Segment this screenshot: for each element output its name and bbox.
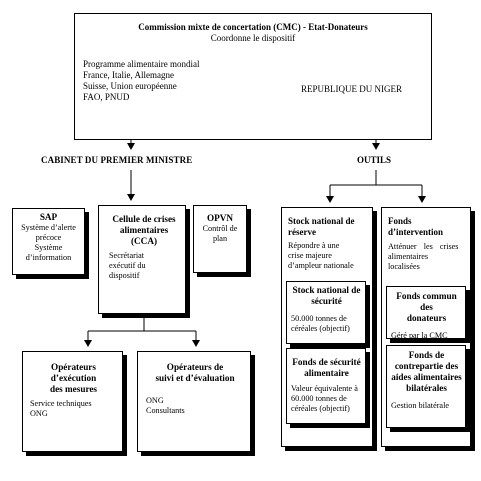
cca-title: Cellule de crises [112, 214, 176, 224]
stock-reserve-desc: Répondre à une [288, 241, 340, 250]
cmc-members: Programme alimentaire mondial France, It… [83, 59, 199, 103]
cmc-box: Commission mixte de concertation (CMC) -… [74, 13, 432, 140]
stock-securite-title: sécurité [311, 296, 342, 306]
fonds-securite-line: céréales (objectif) [291, 404, 350, 413]
sap-title: SAP [39, 212, 58, 222]
stock-reserve-desc: d’ampleur nationale [288, 261, 354, 270]
stock-reserve-desc: crise majeure [288, 251, 332, 260]
cca-title: (CCA) [130, 236, 158, 246]
fonds-intervention-title: d’intervention [388, 227, 443, 237]
cmc-title: Commission mixte de concertation (CMC) -… [138, 22, 368, 32]
fonds-contrepartie-title: Fonds de [408, 350, 445, 360]
cabinet-heading: CABINET DU PREMIER MINISTRE [41, 155, 193, 165]
opvn-line: Contrôl de [202, 224, 238, 233]
fonds-securite-title: Fonds de sécurité [292, 357, 361, 367]
operateurs-suivi-title: suivi et d’évaluation [155, 373, 235, 383]
cca-line: exécutif du [109, 261, 146, 270]
fonds-commun-title: donateurs [406, 313, 447, 323]
cca-title: alimentaires [119, 225, 169, 235]
opvn-title: OPVN [206, 213, 234, 223]
cmc-subtitle: Coordonne le dispositif [210, 33, 296, 43]
cca-box: Cellule de crises alimentaires (CCA) Sec… [98, 205, 186, 314]
operateurs-suivi-line: Consultants [146, 406, 185, 415]
fonds-commun-donateurs-box: Fonds commun des donateurs Géré par la C… [386, 286, 466, 340]
operateurs-execution-title: d’exécution [50, 373, 97, 383]
operateurs-execution-line: ONG [30, 409, 48, 418]
operateurs-suivi-box: Opérateurs de suivi et d’évaluation ONG … [137, 351, 251, 452]
operateurs-execution-title: Opérateurs [51, 362, 96, 372]
operateurs-execution-box: Opérateurs d’exécution des mesures Servi… [22, 351, 123, 452]
operateurs-suivi-title: Opérateurs de [166, 362, 224, 372]
cmc-member: France, Italie, Allemagne [83, 70, 174, 80]
stock-reserve-title: Stock national de [288, 216, 355, 226]
republique-niger-label: REPUBLIQUE DU NIGER [301, 84, 402, 94]
sap-box: SAP Système d’alerte précoce Système d’i… [12, 208, 85, 275]
fonds-contrepartie-line: Gestion bilatérale [391, 401, 449, 410]
opvn-line: plan [212, 234, 228, 243]
opvn-box: OPVN Contrôl de plan [193, 205, 247, 273]
fonds-securite-line: Valeur équivalente à [291, 384, 358, 393]
fonds-contrepartie-title: contrepartie des [394, 361, 459, 371]
fonds-contrepartie-title: aides alimentaires [391, 372, 462, 382]
stock-national-securite-box: Stock national de sécurité 50.000 tonnes… [286, 281, 366, 344]
fonds-commun-line: Géré par la CMC [391, 331, 448, 340]
fonds-intervention-title: Fonds [388, 216, 412, 226]
sap-line: précoce [35, 233, 62, 242]
sap-line: Système d’alerte [21, 223, 76, 232]
stock-securite-line: 50.000 tonnes de [291, 314, 347, 323]
fonds-contrepartie-title: bilatérales [406, 383, 447, 393]
outils-heading: OUTILS [357, 155, 392, 165]
cmc-member: Suisse, Union européenne [83, 81, 177, 91]
cca-line: dispositif [109, 271, 140, 280]
stock-reserve-title: réserve [288, 227, 316, 237]
fonds-intervention-desc: alimentaires [388, 252, 429, 261]
sap-line: d’information [25, 253, 72, 262]
fonds-intervention-desc: Atténuer les crises [388, 242, 459, 251]
fonds-securite-line: 60.000 tonnes de [291, 394, 347, 403]
fonds-intervention-desc: localisées [388, 262, 420, 271]
operateurs-execution-title: des mesures [49, 384, 98, 394]
fonds-securite-alimentaire-box: Fonds de sécurité alimentaire Valeur équ… [286, 348, 366, 424]
stock-national-reserve-box: Stock national de réserve Répondre à une… [281, 207, 373, 447]
cmc-member: Programme alimentaire mondial [83, 59, 200, 69]
fonds-intervention-box: Fonds d’intervention Atténuer les crises… [381, 207, 471, 447]
sap-line: Système [34, 243, 63, 252]
operateurs-execution-line: Service techniques [30, 399, 92, 408]
fonds-securite-title: alimentaire [304, 368, 349, 378]
cmc-member: FAO, PNUD [83, 92, 130, 102]
cca-line: Secrétariat [109, 251, 145, 260]
fonds-contrepartie-box: Fonds de contrepartie des aides alimenta… [386, 345, 466, 428]
operateurs-suivi-line: ONG [146, 396, 164, 405]
stock-securite-title: Stock national de [292, 285, 361, 295]
stock-securite-line: céréales (objectif) [291, 324, 350, 333]
fonds-commun-title: Fonds commun des [396, 291, 457, 312]
